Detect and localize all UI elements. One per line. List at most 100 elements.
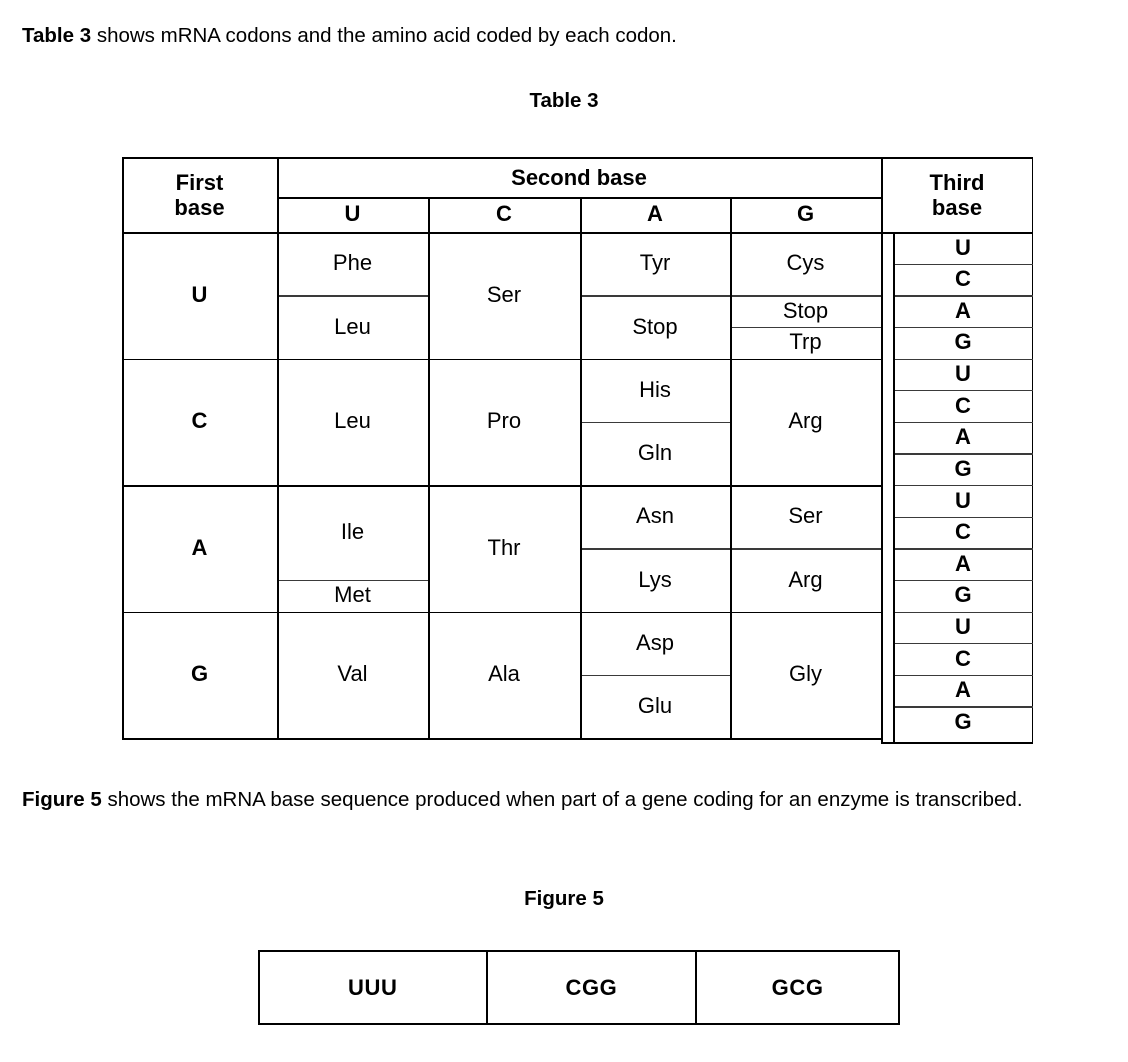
third-base-cell-15: G bbox=[954, 708, 972, 734]
figure5-intro-lead: Figure 5 bbox=[22, 788, 102, 811]
third-base-cell-0: U bbox=[955, 234, 971, 260]
table-rule bbox=[1031, 157, 1033, 744]
third-base-cell-10: A bbox=[955, 550, 971, 576]
table-rule bbox=[893, 706, 1033, 708]
table-rule bbox=[122, 358, 881, 360]
amino-acid-cell-A-G-1: Arg bbox=[788, 566, 823, 592]
amino-acid-cell-C-C-0: Pro bbox=[486, 408, 522, 434]
amino-acid-cell-G-U-0: Val bbox=[337, 661, 368, 687]
header-second-base-col-U: U bbox=[344, 201, 361, 227]
amino-acid-cell-U-A-0: Tyr bbox=[639, 250, 671, 276]
table-rule bbox=[881, 742, 1033, 744]
amino-acid-cell-U-G-2: Trp bbox=[789, 329, 822, 355]
header-second-base: Second base bbox=[511, 164, 647, 190]
table-rule bbox=[893, 548, 1033, 550]
table-rule bbox=[580, 197, 582, 738]
third-base-cell-8: U bbox=[955, 487, 971, 513]
amino-acid-cell-C-A-1: Gln bbox=[637, 440, 673, 466]
table-rule bbox=[278, 579, 428, 582]
table-rule bbox=[122, 611, 881, 613]
amino-acid-cell-U-G-1: Stop bbox=[782, 297, 829, 323]
amino-acid-cell-G-A-0: Asp bbox=[636, 629, 674, 655]
third-base-cell-2: A bbox=[955, 297, 971, 323]
table-rule bbox=[122, 157, 1033, 159]
third-base-cell-6: A bbox=[955, 424, 971, 450]
table-rule bbox=[893, 232, 895, 742]
table-rule bbox=[893, 453, 1033, 455]
amino-acid-cell-G-A-1: Glu bbox=[637, 693, 673, 719]
header-second-base-col-C: C bbox=[496, 201, 512, 227]
table-rule bbox=[581, 548, 730, 550]
table-rule bbox=[730, 197, 732, 738]
codon-box-1: UUU bbox=[348, 974, 398, 1000]
table-rule bbox=[893, 390, 1033, 392]
table-rule bbox=[893, 516, 1033, 518]
table-rule bbox=[277, 197, 881, 199]
first-base-cell-C: C bbox=[191, 408, 208, 434]
table-rule bbox=[428, 197, 430, 738]
table-rule bbox=[893, 421, 1033, 424]
table-rule bbox=[731, 326, 881, 329]
table-rule bbox=[122, 738, 881, 740]
first-base-cell-A: A bbox=[191, 534, 208, 560]
third-base-cell-7: G bbox=[954, 455, 972, 481]
table-rule bbox=[731, 548, 881, 550]
table-rule bbox=[893, 263, 1033, 265]
third-base-cell-9: C bbox=[955, 519, 971, 545]
table-rule bbox=[893, 611, 1033, 613]
third-base-cell-5: C bbox=[955, 392, 971, 418]
table3-caption: Table 3 bbox=[529, 89, 599, 112]
third-base-cell-14: A bbox=[955, 677, 971, 703]
figure5-caption: Figure 5 bbox=[524, 887, 604, 910]
figure5-intro-rest: shows the mRNA base sequence produced wh… bbox=[101, 788, 1023, 811]
intro-rest: shows mRNA codons and the amino acid cod… bbox=[91, 24, 677, 47]
table-rule bbox=[277, 157, 279, 738]
table-rule bbox=[893, 358, 1033, 360]
table-rule bbox=[122, 485, 881, 487]
first-base-cell-U: U bbox=[191, 281, 208, 307]
table-rule bbox=[122, 157, 124, 738]
codon-box-2: CGG bbox=[485, 952, 696, 1023]
table-rule bbox=[581, 674, 730, 677]
figure5-intro-paragraph: Figure 5 shows the mRNA base sequence pr… bbox=[22, 786, 1120, 813]
figure5-sequence-row: UUU CGG GCG bbox=[258, 950, 900, 1025]
table-rule bbox=[731, 295, 881, 297]
amino-acid-cell-A-G-0: Ser bbox=[788, 503, 823, 529]
amino-acid-cell-U-C-0: Ser bbox=[486, 281, 522, 307]
amino-acid-cell-G-C-0: Ala bbox=[488, 661, 520, 687]
table-rule bbox=[893, 485, 1033, 487]
amino-acid-cell-U-A-1: Stop bbox=[632, 313, 678, 339]
amino-acid-cell-A-A-0: Asn bbox=[636, 503, 674, 529]
header-second-base-col-G: G bbox=[796, 201, 815, 227]
third-base-cell-11: G bbox=[954, 582, 972, 608]
amino-acid-cell-U-U-0: Phe bbox=[332, 250, 373, 276]
first-base-cell-G: G bbox=[190, 661, 209, 687]
amino-acid-cell-C-A-0: His bbox=[639, 376, 671, 402]
third-base-cell-3: G bbox=[954, 329, 972, 355]
amino-acid-cell-U-G-0: Cys bbox=[786, 250, 825, 276]
table-rule bbox=[581, 295, 730, 297]
table-rule bbox=[278, 295, 428, 297]
amino-acid-cell-U-U-1: Leu bbox=[334, 313, 371, 339]
table-rule bbox=[581, 421, 730, 424]
amino-acid-cell-G-G-0: Gly bbox=[789, 661, 822, 687]
intro-lead: Table 3 bbox=[22, 24, 92, 47]
table-rule bbox=[893, 326, 1033, 329]
intro-paragraph: Table 3 shows mRNA codons and the amino … bbox=[22, 22, 1112, 49]
table-rule bbox=[881, 157, 883, 744]
table-rule bbox=[893, 674, 1033, 677]
amino-acid-cell-A-U-0: Ile bbox=[340, 519, 365, 545]
third-base-cell-13: C bbox=[955, 645, 971, 671]
table-rule bbox=[893, 643, 1033, 645]
codon-box-3: GCG bbox=[695, 952, 898, 1023]
header-second-base-col-A: A bbox=[647, 201, 663, 227]
amino-acid-cell-A-A-1: Lys bbox=[638, 566, 672, 592]
third-base-cell-1: C bbox=[955, 266, 971, 292]
third-base-cell-12: U bbox=[955, 614, 971, 639]
amino-acid-cell-A-C-0: Thr bbox=[487, 534, 521, 560]
amino-acid-cell-A-U-1: Met bbox=[334, 582, 371, 608]
table-rule bbox=[122, 232, 1033, 234]
